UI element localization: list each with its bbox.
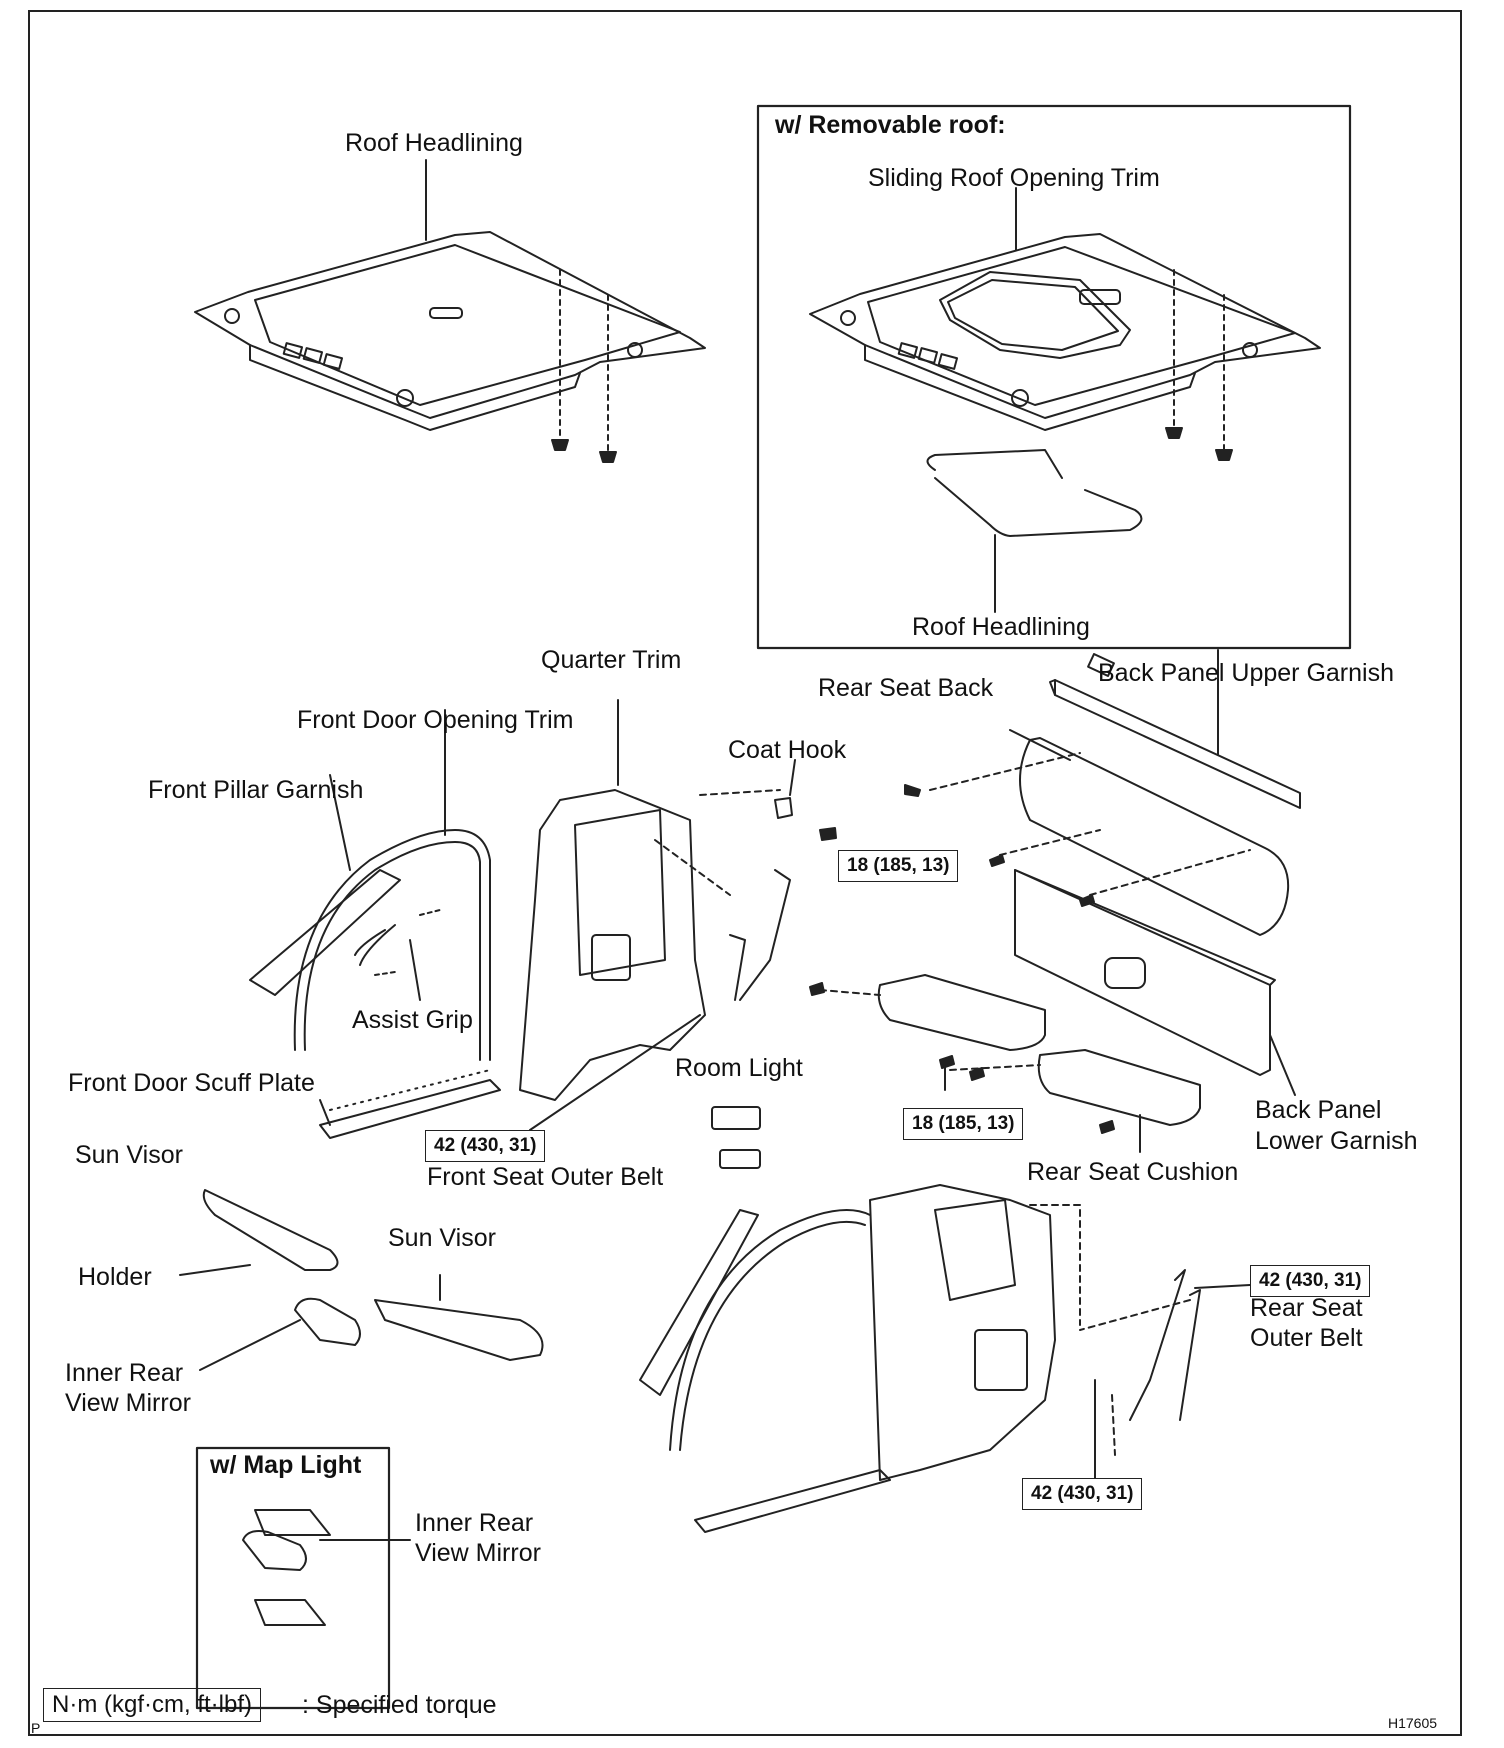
rear-seat-outer-belt-part: [1079, 1269, 1251, 1481]
corner-mark: P: [31, 1720, 41, 1736]
torque-rear-belt-lower: 42 (430, 31): [1022, 1478, 1143, 1510]
roof-headlining-removable-part: [809, 187, 1321, 613]
map-light-mirror-part: [242, 1509, 411, 1626]
inner-rear-view-mirror-part: [199, 1297, 361, 1371]
figure-id: H17605: [1388, 1715, 1438, 1731]
label-assist-grip: Assist Grip: [352, 1006, 473, 1034]
front-pillar-right-part: [639, 1209, 871, 1451]
front-door-scuff-plate-right-part: [694, 1469, 891, 1533]
label-back-panel-lower-garnish-1: Back Panel: [1255, 1096, 1382, 1124]
sun-visor-right-part: [374, 1274, 544, 1361]
map-light-title: w/ Map Light: [210, 1451, 362, 1479]
label-map-inner-rear-view-mirror-2: View Mirror: [415, 1539, 541, 1567]
label-front-door-scuff-plate: Front Door Scuff Plate: [68, 1069, 315, 1097]
label-quarter-trim: Quarter Trim: [541, 646, 682, 674]
map-light-inset-border: [195, 1446, 391, 1710]
assist-grip-part: [354, 909, 441, 1001]
sun-visor-left-part: [179, 1189, 339, 1276]
label-back-panel-upper-garnish: Back Panel Upper Garnish: [1098, 659, 1394, 687]
label-inner-rear-view-mirror-1: Inner Rear: [65, 1359, 184, 1387]
back-panel-upper-garnish-part: [1049, 649, 1301, 809]
torque-seat-cushion-bolt: 18 (185, 13): [903, 1108, 1024, 1140]
front-door-opening-trim-part: [293, 709, 491, 1061]
rear-seat-back-part: [904, 729, 1290, 936]
label-sun-visor-left: Sun Visor: [75, 1141, 183, 1169]
label-rear-seat-back: Rear Seat Back: [818, 674, 994, 702]
coat-hook-part: [774, 759, 837, 841]
label-front-pillar-garnish: Front Pillar Garnish: [148, 776, 364, 804]
label-back-panel-lower-garnish-2: Lower Garnish: [1255, 1127, 1418, 1155]
legend-unit-desc: : Specified torque: [302, 1691, 497, 1719]
removable-roof-inset-border: [756, 104, 1352, 650]
front-door-scuff-plate-part: [319, 1069, 501, 1139]
diagram-frame: [28, 10, 1462, 1736]
label-roof-headlining-inset: Roof Headlining: [912, 613, 1090, 641]
room-light-part: [711, 1106, 761, 1169]
removable-roof-title: w/ Removable roof:: [775, 111, 1006, 139]
label-holder: Holder: [78, 1263, 152, 1291]
torque-front-belt-bolt: 42 (430, 31): [425, 1130, 546, 1162]
quarter-trim-right-part: [869, 1184, 1081, 1481]
roof-headlining-part: [194, 159, 706, 463]
label-sliding-roof-opening-trim: Sliding Roof Opening Trim: [868, 164, 1160, 192]
label-sun-visor-right: Sun Visor: [388, 1224, 496, 1252]
label-roof-headlining: Roof Headlining: [345, 129, 523, 157]
label-room-light: Room Light: [675, 1054, 803, 1082]
front-seat-outer-belt-part: [529, 869, 791, 1131]
label-coat-hook: Coat Hook: [728, 736, 847, 764]
label-rear-seat-outer-belt-1: Rear Seat: [1250, 1294, 1363, 1322]
back-panel-lower-garnish-part: [1014, 869, 1296, 1096]
label-map-inner-rear-view-mirror-1: Inner Rear: [415, 1509, 534, 1537]
torque-rear-belt-upper: 42 (430, 31): [1250, 1265, 1371, 1297]
label-rear-seat-outer-belt-2: Outer Belt: [1250, 1324, 1363, 1352]
rear-seat-cushion-part: [809, 974, 1201, 1153]
torque-seat-back-bolt: 18 (185, 13): [838, 850, 959, 882]
label-rear-seat-cushion: Rear Seat Cushion: [1027, 1158, 1239, 1186]
label-inner-rear-view-mirror-2: View Mirror: [65, 1389, 191, 1417]
label-front-door-opening-trim: Front Door Opening Trim: [297, 706, 574, 734]
legend-unit-box: N·m (kgf·cm, ft·lbf): [43, 1688, 261, 1722]
quarter-trim-left-part: [519, 699, 781, 1101]
front-pillar-garnish-part: [249, 774, 401, 996]
label-front-seat-outer-belt: Front Seat Outer Belt: [427, 1163, 664, 1191]
